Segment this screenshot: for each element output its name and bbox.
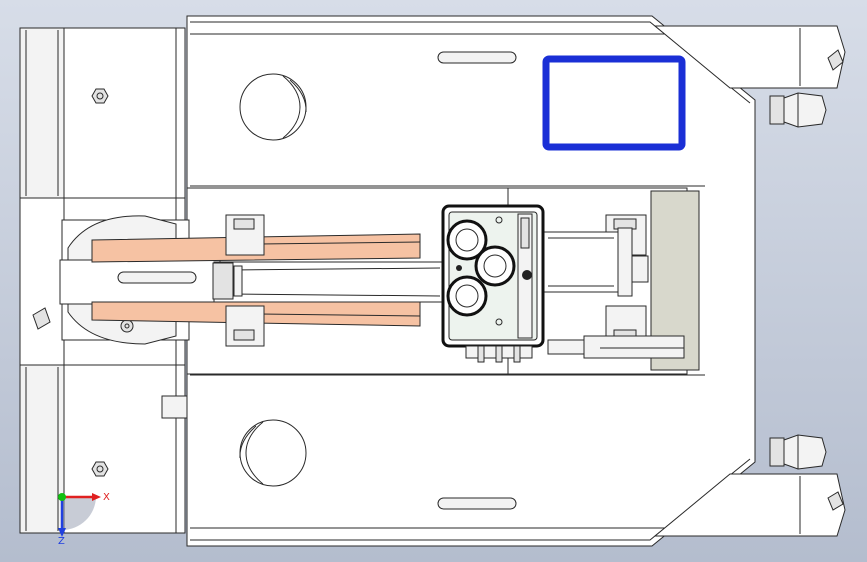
gear-housing	[441, 204, 545, 363]
z-axis-label: Z	[58, 536, 65, 547]
roller-top	[769, 92, 827, 128]
right-end-brackets	[653, 25, 846, 537]
center-shaft	[212, 261, 445, 303]
gear-top	[446, 219, 488, 261]
piston-cylinder	[539, 227, 685, 359]
highlight-frame[interactable]	[542, 55, 686, 151]
round-hole-top	[239, 73, 307, 141]
slot-top	[437, 51, 517, 64]
triad-icon: X Z	[58, 492, 110, 547]
bracket-bottom-icon	[827, 491, 844, 511]
roller-bottom	[769, 434, 827, 470]
x-axis-label: X	[103, 492, 110, 503]
slot-slide	[117, 271, 197, 284]
left-bracket-icon	[32, 307, 51, 330]
bracket-top-icon	[827, 49, 844, 71]
hex-nut-bottom	[91, 461, 109, 477]
hex-nut-top	[91, 88, 109, 104]
slot-bottom	[437, 497, 517, 510]
gear-bottom	[446, 275, 488, 317]
gear-middle	[474, 245, 516, 287]
round-hole-bottom	[239, 419, 307, 487]
